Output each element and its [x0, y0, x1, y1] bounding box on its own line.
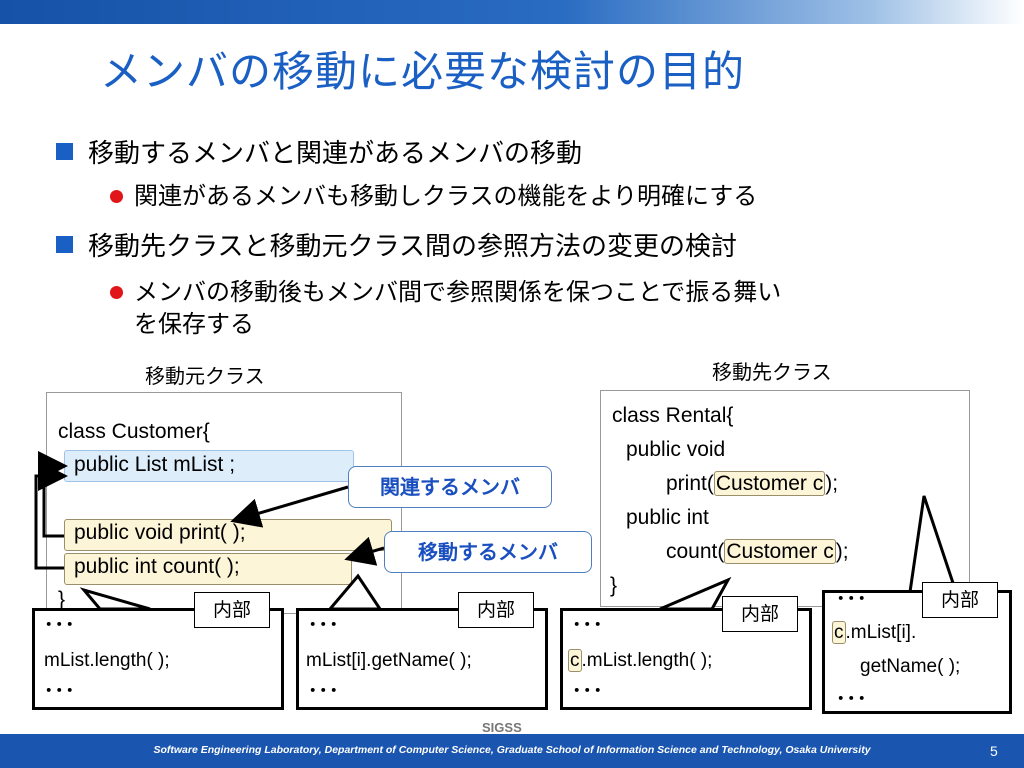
member-list-highlight [64, 450, 354, 482]
note-4-code-line-1: c.mList[i]. [832, 621, 917, 644]
slide-title: メンバの移動に必要な検討の目的 [100, 47, 746, 96]
count-param-customer: Customer c [724, 539, 836, 564]
dest-public-int: public int [626, 506, 709, 529]
top-gradient-bar [0, 0, 1024, 24]
note4-tail [908, 495, 959, 594]
note-4-prefix: c [832, 621, 846, 644]
related-callout-arrow [230, 485, 349, 528]
print-prefix: print( [666, 472, 714, 495]
member-count-highlight [64, 553, 352, 585]
bullet-square-icon [56, 143, 73, 160]
print-param-customer: Customer c [713, 471, 826, 496]
dest-code-box [600, 390, 970, 607]
bullet-dot-icon [110, 286, 123, 299]
note1-tail [79, 587, 151, 611]
note-1-ellipsis-bottom: ･･･ [44, 681, 76, 702]
note-3-ellipsis-bottom: ･･･ [572, 681, 604, 702]
note-4-ellipsis-bottom: ･･･ [836, 689, 868, 710]
bullet-square-icon [56, 236, 73, 253]
member-count: public int count( ); [74, 555, 240, 578]
note-4-ellipsis-top: ･･･ [836, 589, 868, 610]
note-4-body-1: .mList[i]. [845, 622, 917, 643]
moving-member-callout: 移動するメンバ [384, 531, 592, 573]
dest-class-decl: class Rental{ [612, 404, 734, 427]
note-3-prefix: c [568, 649, 582, 672]
member-print: public void print( ); [74, 521, 246, 544]
note2-tail [326, 573, 383, 611]
sigss-label: SIGSS [482, 720, 522, 735]
note-1-internal-tag: 内部 [194, 592, 270, 628]
note-1-ellipsis-top: ･･･ [44, 615, 76, 636]
note-4-internal-tag: 内部 [922, 582, 998, 618]
count-suffix: ); [835, 540, 849, 563]
note-3-internal-tag: 内部 [722, 596, 798, 632]
note-2-internal-tag: 内部 [458, 592, 534, 628]
bullet-1-sub-1: 関連があるメンバも移動しクラスの機能をより明確にする [134, 182, 758, 210]
footer-bar [0, 734, 1024, 768]
count-prefix: count( [666, 540, 725, 563]
dest-class-close: } [610, 574, 618, 597]
dest-class-label: 移動先クラス [712, 360, 832, 384]
moving-callout-arrow [344, 536, 385, 566]
bracket-arrow-count [34, 461, 68, 570]
note-1-code: mList.length( ); [44, 650, 170, 671]
note-3-code: c.mList.length( ); [568, 649, 713, 672]
print-suffix: ); [825, 472, 839, 495]
member-print-highlight [64, 519, 392, 551]
source-class-close: } [58, 588, 66, 611]
related-member-callout: 関連するメンバ [348, 466, 552, 508]
member-list: public List mList ; [74, 453, 236, 476]
source-class-label: 移動元クラス [145, 364, 265, 388]
bullet-2: 移動先クラスと移動元クラス間の参照方法の変更の検討 [88, 232, 737, 262]
bullet-dot-icon [110, 190, 123, 203]
source-class-decl: class Customer{ [58, 420, 210, 443]
dest-count-signature: count(Customer c); [666, 539, 849, 564]
note-2-ellipsis-top: ･･･ [308, 615, 340, 636]
note-3-body: .mList.length( ); [581, 650, 713, 671]
bullet-2-sub-2: を保存する [134, 310, 254, 338]
dest-public-void: public void [626, 438, 726, 461]
note-2-ellipsis-bottom: ･･･ [308, 681, 340, 702]
note-3-ellipsis-top: ･･･ [572, 615, 604, 636]
note-2-code: mList[i].getName( ); [306, 650, 472, 671]
note3-tail [659, 576, 732, 611]
bullet-1: 移動するメンバと関連があるメンバの移動 [88, 139, 583, 169]
page-number: 5 [990, 743, 998, 759]
bullet-2-sub-1: メンバの移動後もメンバ間で参照関係を保つことで振る舞い [134, 278, 782, 306]
footer-text: Software Engineering Laboratory, Departm… [153, 744, 871, 756]
dest-print-signature: print(Customer c); [666, 471, 839, 496]
note-4-code-line-2: getName( ); [860, 656, 961, 677]
